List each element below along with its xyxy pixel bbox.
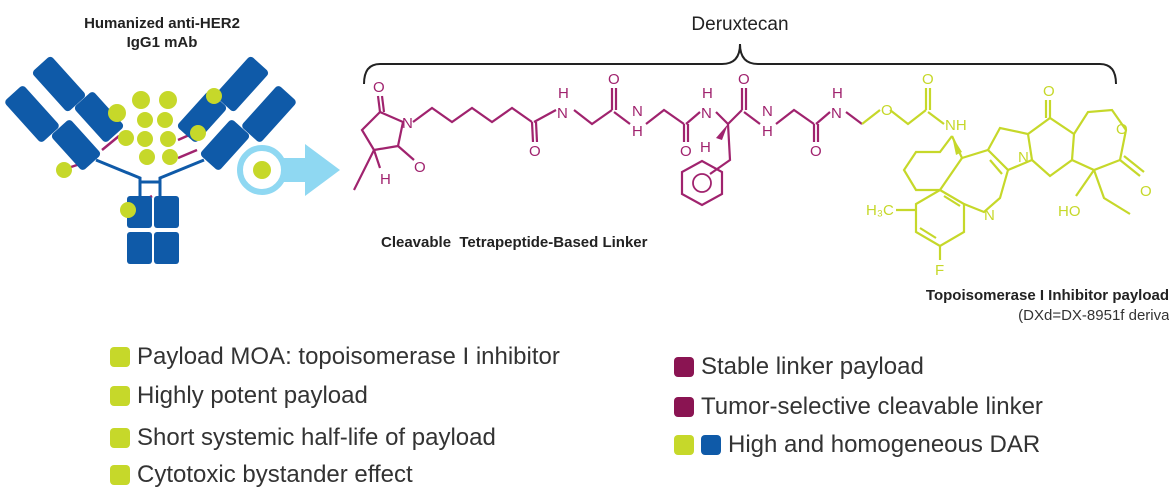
svg-text:H: H (702, 85, 713, 102)
fab-arm-right (177, 56, 296, 170)
stereo-wedge (716, 124, 728, 140)
svg-text:O: O (680, 143, 692, 160)
linker-caption: Cleavable Tetrapeptide-Based Linker (381, 234, 648, 251)
svg-text:O: O (1043, 83, 1055, 100)
svg-text:H: H (832, 85, 843, 102)
svg-text:N: N (1018, 149, 1029, 166)
legend-item-stable-linker: Stable linker payload (674, 353, 924, 381)
payload-structure (861, 88, 1145, 260)
svg-text:N: N (632, 103, 643, 120)
svg-text:H: H (558, 85, 569, 102)
legend-label: High and homogeneous DAR (728, 431, 1041, 458)
svg-text:O: O (922, 71, 934, 88)
green-swatch (110, 428, 130, 448)
arrow-to-structure (282, 144, 340, 196)
green-swatch (110, 386, 130, 406)
svg-text:O: O (881, 102, 893, 119)
svg-text:H: H (700, 139, 711, 156)
purple-swatch (674, 357, 694, 377)
antibody-title-line2: IgG1 mAb (127, 34, 198, 51)
green-swatch (110, 347, 130, 367)
legend-label: Cytotoxic bystander effect (137, 461, 413, 488)
deruxtecan-label: Deruxtecan (691, 14, 788, 35)
svg-text:N: N (831, 105, 842, 122)
payload-subcaption: (DXd=DX-8951f derivative) (1018, 307, 1169, 324)
payload-atoms: O O NH H₃C F N N O O O HO (866, 71, 1152, 279)
svg-text:H: H (632, 123, 643, 140)
linker-structure (353, 88, 863, 207)
fab-arm-left (5, 56, 124, 170)
svg-text:N: N (557, 105, 568, 122)
svg-text:O: O (414, 159, 426, 176)
svg-text:N: N (701, 105, 712, 122)
svg-text:O: O (738, 71, 750, 88)
legend-item-bystander: Cytotoxic bystander effect (110, 461, 413, 489)
antibody-title-line1: Humanized anti-HER2 (84, 15, 240, 32)
svg-text:O: O (608, 71, 620, 88)
legend-item-half-life: Short systemic half-life of payload (110, 424, 496, 452)
purple-swatch (674, 397, 694, 417)
svg-text:O: O (810, 143, 822, 160)
legend-label: Highly potent payload (137, 382, 368, 409)
deruxtecan-bracket: Deruxtecan (363, 14, 1117, 85)
svg-text:N: N (984, 207, 995, 224)
legend-item-moa: Payload MOA: topoisomerase I inhibitor (110, 343, 560, 371)
green-swatch (674, 435, 694, 455)
payload-caption: Topoisomerase I Inhibitor payload (926, 287, 1169, 304)
legend-label: Short systemic half-life of payload (137, 424, 496, 451)
svg-text:O: O (529, 143, 541, 160)
svg-text:H₃C: H₃C (866, 202, 894, 219)
svg-text:O: O (1116, 121, 1128, 138)
svg-text:NH: NH (945, 117, 967, 134)
legend-item-cleavable-linker: Tumor-selective cleavable linker (674, 393, 1043, 421)
legend-label: Stable linker payload (701, 353, 924, 380)
legend-label: Payload MOA: topoisomerase I inhibitor (137, 343, 560, 370)
svg-text:N: N (402, 115, 413, 132)
svg-text:F: F (935, 262, 944, 279)
payload-stereo-wedge (952, 136, 962, 155)
legend-item-potent: Highly potent payload (110, 382, 368, 410)
svg-text:O: O (1140, 183, 1152, 200)
svg-text:HO: HO (1058, 203, 1081, 220)
svg-text:H: H (762, 123, 773, 140)
blue-swatch (701, 435, 721, 455)
svg-text:N: N (762, 103, 773, 120)
linker-atoms: O N O H O H N O N H O H N H O N H O H N (373, 71, 843, 188)
svg-text:H: H (380, 171, 391, 188)
legend-item-dar: High and homogeneous DAR (674, 431, 1040, 459)
antibody-illustration: Humanized anti-HER2 IgG1 mAb (5, 15, 340, 264)
hinge (95, 158, 205, 196)
highlighted-payload (253, 161, 271, 179)
green-swatch (110, 465, 130, 485)
payload-dots (56, 88, 222, 218)
svg-text:O: O (373, 79, 385, 96)
legend-label: Tumor-selective cleavable linker (701, 393, 1043, 420)
